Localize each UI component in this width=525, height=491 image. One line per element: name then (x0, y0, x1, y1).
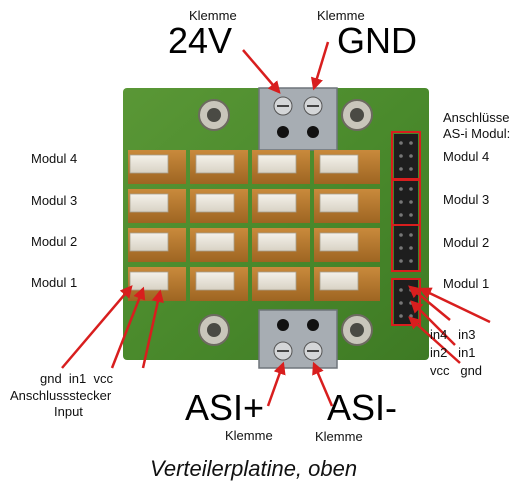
anschluesse-header-line2: AS-i Modul: (443, 126, 511, 141)
klemme-gnd-label: Klemme (317, 8, 365, 23)
right-modul3-label: Modul 3 (443, 192, 490, 207)
label-gnd: GND (337, 20, 417, 61)
mounting-screw-icon (198, 314, 230, 346)
label-asi-minus: ASI- (327, 387, 398, 428)
input-label: Input (54, 404, 83, 419)
input-pins-label: gnd in1 vcc (40, 371, 113, 386)
terminal-top (258, 87, 338, 151)
label-asi-plus: ASI+ (185, 387, 265, 428)
caption: Verteilerplatine, oben (150, 456, 358, 481)
label-24v: 24V (168, 20, 233, 61)
left-modul4-label: Modul 4 (31, 151, 78, 166)
anschluesse-header-line1: Anschlüsse (443, 110, 510, 125)
right-modul2-label: Modul 2 (443, 235, 490, 250)
anschlussstecker-label: Anschlussstecker (10, 388, 112, 403)
klemme-asi-minus-label: Klemme (315, 429, 363, 444)
asi-headers (391, 131, 421, 326)
right-modul1-label: Modul 1 (443, 276, 490, 291)
pins-row1: in4 in3 (430, 327, 476, 342)
mounting-screw-icon (341, 314, 373, 346)
pins-row3: vcc gnd (430, 363, 483, 378)
right-modul4-label: Modul 4 (443, 149, 490, 164)
klemme-24v-label: Klemme (189, 8, 237, 23)
mounting-screw-icon (198, 99, 230, 131)
left-modul3-label: Modul 3 (31, 193, 78, 208)
pins-row2: in2 in1 (430, 345, 476, 360)
klemme-asi-plus-label: Klemme (225, 428, 273, 443)
connector-rows (128, 150, 380, 301)
terminal-bottom (258, 309, 338, 369)
left-modul1-label: Modul 1 (31, 275, 78, 290)
arrows (61, 41, 491, 407)
mounting-screw-icon (341, 99, 373, 131)
left-modul2-label: Modul 2 (31, 234, 78, 249)
